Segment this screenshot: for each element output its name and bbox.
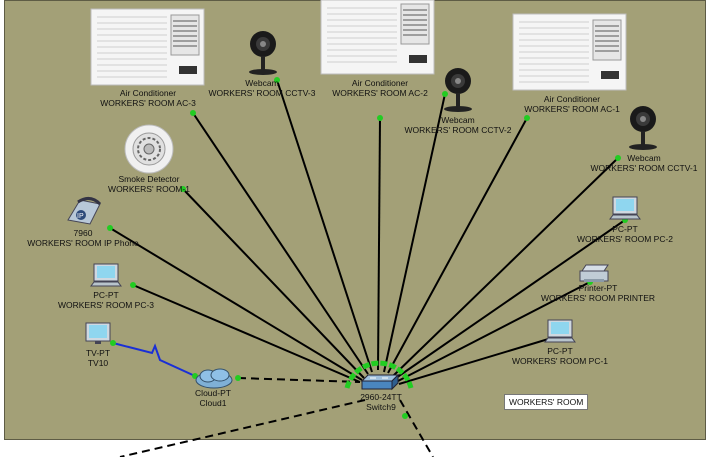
link-uplink-right[interactable] (399, 399, 434, 457)
device-type: PC-PT (612, 224, 638, 234)
cctv2-label: Webcam WORKERS' ROOM CCTV-2 (405, 115, 512, 135)
port-dot (615, 155, 621, 161)
device-name: WORKERS' ROOM PC-2 (576, 234, 674, 244)
pc2-label: PC-PT WORKERS' ROOM PC-2 (577, 224, 673, 244)
link-pc1[interactable] (398, 336, 556, 385)
link-pc3[interactable] (132, 284, 361, 383)
device-type: Webcam (627, 153, 661, 163)
link-tv-serial[interactable] (112, 342, 196, 377)
port-dot (402, 413, 408, 419)
device-name: WORKERS' ROOM IP Phone (27, 238, 139, 248)
link-phone[interactable] (109, 227, 363, 381)
air-conditioner-icon[interactable] (90, 8, 205, 86)
device-type: PC-PT (547, 346, 573, 356)
port-dot (442, 91, 448, 97)
ac3-label: Air Conditioner WORKERS' ROOM AC-3 (100, 88, 196, 108)
device-name: WORKERS' ROOM CCTV-3 (208, 88, 316, 98)
device-name: Cloud1 (199, 398, 227, 408)
link-cloud[interactable] (237, 377, 361, 383)
device-type: TV-PT (85, 348, 111, 358)
device-name: WORKERS' ROOM CCTV-1 (590, 163, 698, 173)
device-type: Air Conditioner (543, 94, 601, 104)
webcam-icon[interactable] (249, 31, 277, 75)
link-ac3[interactable] (192, 112, 369, 375)
port-dot (180, 186, 186, 192)
device-type: Air Conditioner (351, 78, 409, 88)
room-note-label[interactable]: WORKERS' ROOM (504, 394, 589, 410)
webcam-icon[interactable] (629, 106, 657, 150)
port-dot (377, 115, 383, 121)
device-name: WORKERS' ROOM CCTV-2 (404, 125, 512, 135)
device-type: Webcam (441, 115, 475, 125)
pc-icon[interactable] (544, 319, 576, 343)
device-type: Cloud-PT (195, 388, 231, 398)
device-name: WORKERS' ROOM PRINTER (540, 293, 656, 303)
port-dot (524, 115, 530, 121)
device-name: WORKERS' ROOM-1 (108, 184, 190, 194)
smoke-detector-icon[interactable] (124, 124, 174, 174)
port-dot (130, 282, 136, 288)
port-dot (190, 110, 196, 116)
ac1-label: Air Conditioner WORKERS' ROOM AC-1 (524, 94, 620, 114)
device-type: Smoke Detector (118, 174, 180, 184)
cloud-label: Cloud-PT Cloud1 (195, 388, 231, 408)
link-cctv2[interactable] (383, 93, 446, 373)
device-type: Air Conditioner (119, 88, 177, 98)
tv-label: TV-PT TV10 (86, 348, 110, 368)
switch-icon[interactable] (360, 373, 400, 391)
device-type: Printer-PT (578, 283, 618, 293)
pc-icon[interactable] (90, 263, 122, 287)
link-ac2[interactable] (377, 117, 381, 371)
link-uplink-left[interactable] (119, 399, 366, 457)
port-dot (274, 77, 280, 83)
link-smoke[interactable] (182, 188, 365, 379)
device-type: 2960-24TT (360, 392, 402, 402)
link-printer[interactable] (397, 281, 591, 382)
port-dot (107, 225, 113, 231)
link-cctv1[interactable] (392, 157, 619, 377)
switch-port-arc (344, 360, 414, 389)
cloud-icon[interactable] (195, 368, 233, 389)
link-ac1[interactable] (387, 117, 528, 374)
air-conditioner-icon[interactable] (512, 13, 627, 91)
switch-label: 2960-24TT Switch9 (360, 392, 402, 412)
ac2-label: Air Conditioner WORKERS' ROOM AC-2 (332, 78, 428, 98)
pc1-label: PC-PT WORKERS' ROOM PC-1 (512, 346, 608, 366)
device-type: PC-PT (93, 290, 119, 300)
device-name: TV10 (87, 358, 109, 368)
pc-icon[interactable] (609, 196, 641, 220)
smoke-label: Smoke Detector WORKERS' ROOM-1 (108, 174, 190, 194)
device-name: WORKERS' ROOM PC-1 (511, 356, 609, 366)
tv-icon[interactable] (85, 322, 111, 344)
device-name: WORKERS' ROOM PC-3 (57, 300, 155, 310)
webcam-icon[interactable] (444, 68, 472, 112)
device-name: WORKERS' ROOM AC-1 (524, 104, 620, 114)
cctv3-label: Webcam WORKERS' ROOM CCTV-3 (209, 78, 316, 98)
device-type: 7960 (73, 228, 93, 238)
ip-phone-icon[interactable]: IP (67, 197, 102, 225)
air-conditioner-icon[interactable] (320, 0, 435, 75)
link-pc2[interactable] (395, 219, 626, 379)
printer-label: Printer-PT WORKERS' ROOM PRINTER (541, 283, 655, 303)
ip-badge-text: IP (77, 213, 84, 220)
ip-phone-label: 7960 WORKERS' ROOM IP Phone (27, 228, 139, 248)
link-cctv3[interactable] (276, 79, 373, 373)
pc3-label: PC-PT WORKERS' ROOM PC-3 (58, 290, 154, 310)
port-dot (235, 375, 241, 381)
port-dot (110, 340, 116, 346)
device-name: WORKERS' ROOM AC-3 (100, 98, 196, 108)
printer-icon[interactable] (579, 264, 609, 282)
device-name: Switch9 (366, 402, 396, 412)
device-name: WORKERS' ROOM AC-2 (332, 88, 428, 98)
cctv1-label: Webcam WORKERS' ROOM CCTV-1 (591, 153, 698, 173)
device-type: Webcam (245, 78, 279, 88)
